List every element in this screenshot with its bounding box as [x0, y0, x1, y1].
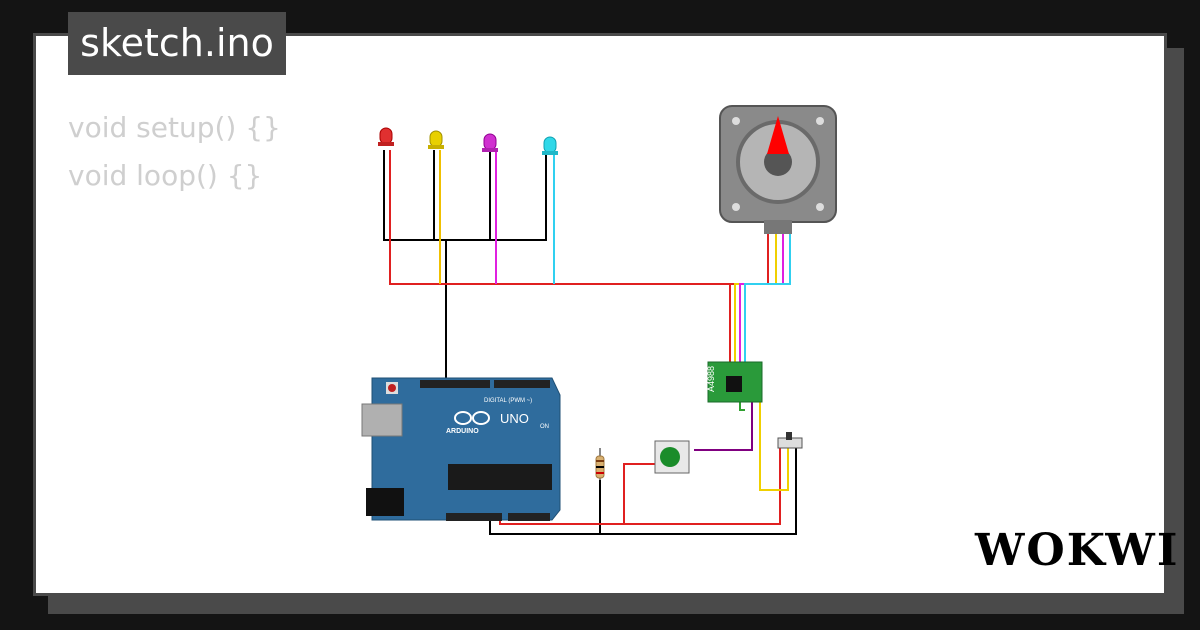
board-brand-label: ARDUINO — [446, 428, 479, 435]
slide-switch[interactable] — [777, 432, 803, 449]
a4988-driver[interactable]: A4988 — [706, 361, 763, 403]
board-model-label: UNO — [500, 411, 529, 426]
driver-label: A4988 — [706, 366, 716, 392]
led-yellow[interactable] — [428, 130, 444, 149]
code-preview: void setup() {} void loop() {} — [68, 104, 281, 200]
wires — [383, 150, 797, 535]
arduino-logo-icon — [454, 411, 472, 425]
code-line: void setup() {} — [68, 111, 281, 144]
led-red[interactable] — [378, 127, 394, 146]
led-cyan[interactable] — [542, 136, 558, 155]
arduino-uno-board[interactable]: DIGITAL (PWM ~) UNO ARDUINO ON — [361, 377, 561, 521]
stepper-motor[interactable] — [719, 105, 837, 234]
code-line: void loop() {} — [68, 159, 263, 192]
power-on-label: ON — [540, 424, 549, 430]
wokwi-logo: WOKWI — [975, 525, 1180, 576]
led-magenta[interactable] — [482, 133, 498, 152]
push-button[interactable] — [654, 440, 690, 474]
digital-label: DIGITAL (PWM ~) — [484, 398, 532, 404]
resistor[interactable] — [595, 448, 605, 480]
sketch-title-tab[interactable]: sketch.ino — [68, 12, 286, 75]
